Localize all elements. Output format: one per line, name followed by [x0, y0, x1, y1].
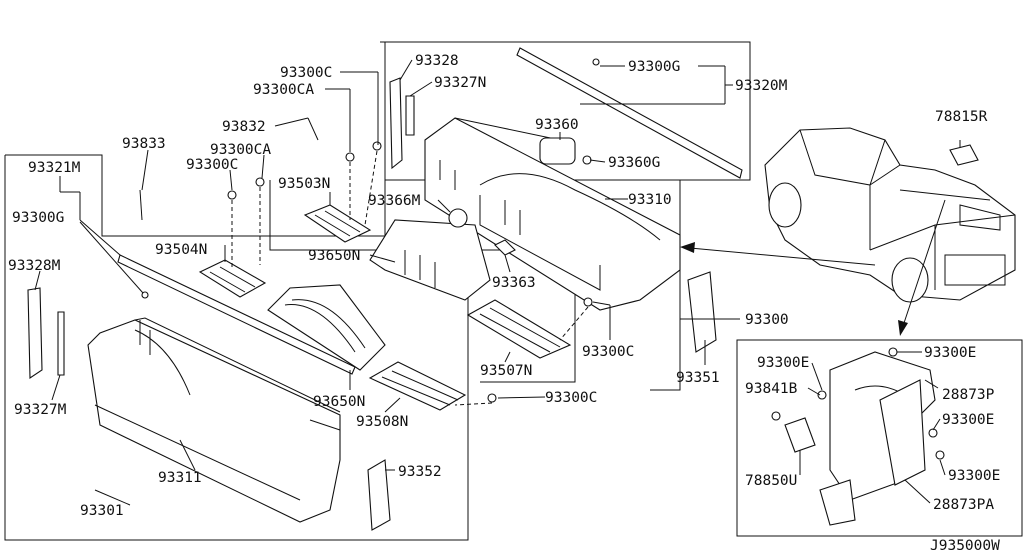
label-93352: 93352	[398, 464, 442, 480]
label-93300E-4: 93300E	[948, 468, 1000, 484]
inset-parts	[771, 347, 945, 526]
cover-93360	[539, 137, 592, 165]
floor-93503N	[303, 204, 372, 243]
bracket-78815R-part	[949, 144, 979, 166]
label-93507N: 93507N	[480, 363, 532, 379]
rail-93320M	[516, 47, 743, 179]
label-93841B: 93841B	[745, 381, 798, 397]
label-93300: 93300	[745, 312, 789, 328]
label-28873PA: 28873PA	[933, 497, 994, 513]
label-93503N: 93503N	[278, 176, 330, 192]
side-panel-93311	[87, 319, 341, 523]
floor-93507N	[466, 299, 572, 359]
label-93320M: 93320M	[735, 78, 788, 94]
arrow-to-panel	[680, 242, 876, 266]
inset-frame	[736, 339, 1023, 537]
label-93300E-1: 93300E	[757, 355, 809, 371]
label-93327M: 93327M	[14, 402, 67, 418]
truck-illustration	[764, 127, 1016, 303]
label-93300CA-top: 93300CA	[253, 82, 314, 98]
wheelhouse-93650N-right	[369, 219, 491, 301]
label-93351: 93351	[676, 370, 720, 386]
label-93300CA-mid: 93300CA	[210, 142, 271, 158]
tie-rod	[454, 117, 561, 141]
label-93508N: 93508N	[356, 414, 408, 430]
label-93833: 93833	[122, 136, 166, 152]
label-93327N: 93327N	[434, 75, 486, 91]
post-93328	[389, 77, 403, 170]
dashed-guides	[231, 150, 589, 406]
label-93300C-r1: 93300C	[582, 344, 634, 360]
label-93650N-a: 93650N	[308, 248, 360, 264]
floor-93504N	[198, 259, 267, 298]
label-93310: 93310	[628, 192, 672, 208]
label-28873P: 28873P	[942, 387, 995, 403]
label-93328M: 93328M	[8, 258, 61, 274]
label-93363: 93363	[492, 275, 536, 291]
label-93360G: 93360G	[608, 155, 660, 171]
label-93300E-3: 93300E	[942, 412, 994, 428]
label-78850U: 78850U	[745, 473, 797, 489]
strip-93327N	[405, 95, 415, 136]
label-93300C-top: 93300C	[280, 65, 332, 81]
label-93311: 93311	[158, 470, 202, 486]
strip-93327M	[57, 311, 65, 376]
label-93301: 93301	[80, 503, 124, 519]
bracket-93352	[367, 459, 391, 531]
label-93832: 93832	[222, 119, 266, 135]
bracket-93351	[687, 271, 717, 353]
label-93328-top: 93328	[415, 53, 459, 69]
label-93300C-r2: 93300C	[545, 390, 597, 406]
label-93360: 93360	[535, 117, 579, 133]
label-78815R: 78815R	[935, 109, 988, 125]
inner-panel-93301	[134, 317, 341, 460]
diagram-code: J935000W	[930, 538, 1000, 554]
label-93504N: 93504N	[155, 242, 207, 258]
label-93650N-b: 93650N	[313, 394, 365, 410]
rail-93321M	[117, 254, 356, 375]
label-93300G-left: 93300G	[12, 210, 64, 226]
floor-93508N	[368, 361, 467, 411]
leader-lines	[34, 59, 961, 506]
label-93300G-top: 93300G	[628, 59, 680, 75]
grommet-93366M	[448, 208, 468, 228]
label-93300E-2: 93300E	[924, 345, 976, 361]
label-93321M: 93321M	[28, 160, 81, 176]
label-93300C-mid: 93300C	[186, 157, 238, 173]
label-93366M: 93366M	[368, 193, 421, 209]
arrow-to-inset	[898, 199, 946, 336]
clip-93363	[494, 239, 516, 256]
post-93328M	[27, 287, 43, 380]
wheelhouse-93650N-left	[267, 284, 386, 371]
part-labels: 93328 93300C 93327N 93300CA 93832 93833 …	[8, 53, 1000, 554]
fasteners	[139, 58, 600, 403]
